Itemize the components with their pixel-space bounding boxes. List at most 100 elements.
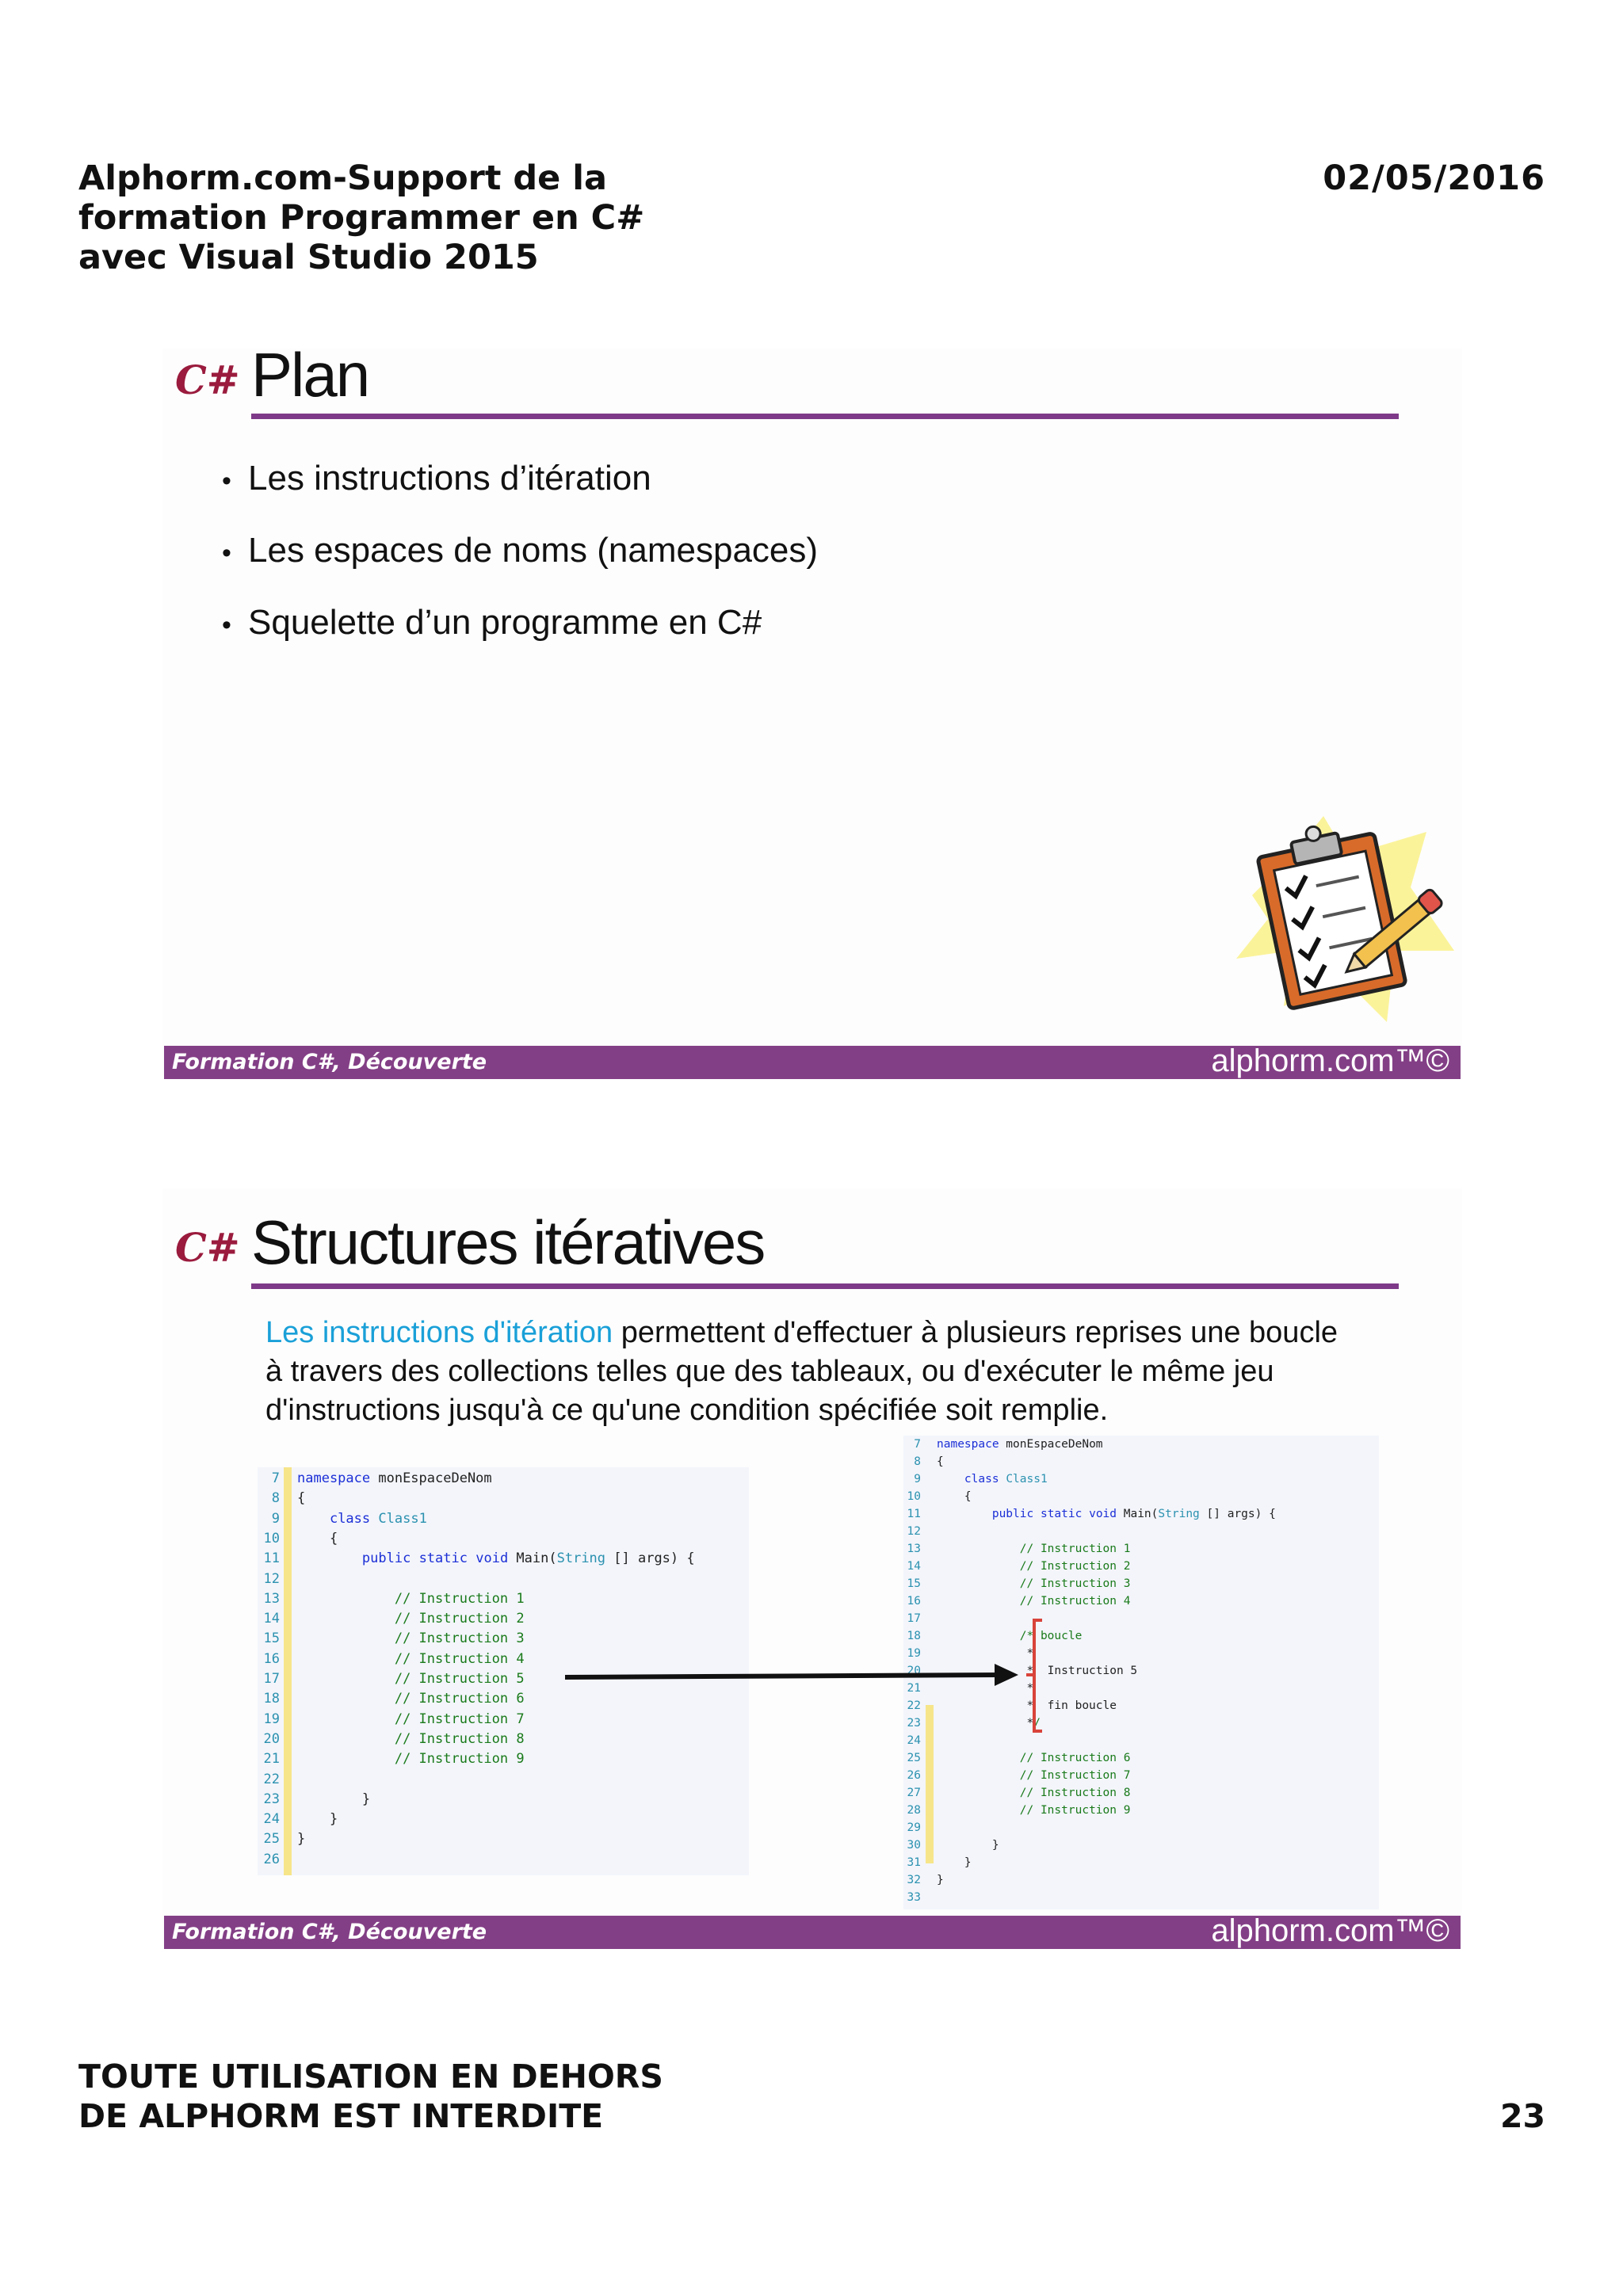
line-number: 18	[263, 1691, 280, 1707]
code-text: // Instruction 9	[394, 1751, 525, 1768]
code-text	[921, 1821, 937, 1834]
code-line: 24 }	[258, 1810, 338, 1829]
intro-line-3: d'instructions jusqu'à ce qu'une conditi…	[265, 1394, 1109, 1427]
code-text: /* boucle	[1019, 1630, 1083, 1642]
line-number: 33	[907, 1891, 921, 1904]
intro-paragraph: Les instructions d'itération permettent …	[265, 1314, 1438, 1430]
code-text	[280, 1571, 297, 1587]
code-line: 32}	[903, 1871, 944, 1889]
code-line: 10 {	[258, 1529, 338, 1549]
title-underline	[251, 414, 1399, 419]
code-line: 16 // Instruction 4	[258, 1650, 525, 1669]
line-number: 15	[907, 1577, 921, 1590]
code-text: *	[937, 1647, 1034, 1660]
slide-title: Plan	[251, 340, 370, 410]
code-text: // Instruction 3	[394, 1630, 525, 1647]
code-line: 9 class Class1	[258, 1509, 427, 1529]
code-text: public static void Main(String [] args) …	[991, 1508, 1276, 1520]
line-number: 9	[271, 1510, 280, 1527]
code-line: 19 // Instruction 7	[258, 1710, 525, 1730]
code-line: 22 * fin boucle	[903, 1697, 1117, 1714]
code-line: 15 // Instruction 3	[258, 1629, 525, 1649]
clipboard-checklist-icon	[1236, 816, 1454, 1022]
line-number: 17	[907, 1612, 921, 1625]
code-text: *	[937, 1682, 1034, 1695]
line-number: 19	[907, 1647, 921, 1660]
code-text: // Instruction 6	[394, 1691, 525, 1707]
header-line-3: avec Visual Studio 2015	[78, 238, 539, 277]
code-text: {	[297, 1530, 338, 1547]
intro-highlight: Les instructions d'itération	[265, 1316, 613, 1349]
code-gutter	[284, 1467, 292, 1875]
csharp-logo: C#	[175, 1224, 240, 1271]
code-text: class Class1	[964, 1473, 1048, 1486]
line-number: 13	[263, 1590, 280, 1607]
code-text: }	[937, 1839, 999, 1852]
code-line: 13 // Instruction 1	[258, 1589, 525, 1609]
bullet-item: •Squelette d’un programme en C#	[222, 603, 762, 642]
code-line: 16 // Instruction 4	[903, 1592, 1131, 1610]
code-line: 27 // Instruction 8	[903, 1784, 1131, 1802]
header-line-2: formation Programmer en C#	[78, 198, 645, 238]
code-line: 9 class Class1	[903, 1470, 1048, 1488]
code-line: 13 // Instruction 1	[903, 1540, 1131, 1558]
code-line: 21 // Instruction 9	[258, 1749, 525, 1769]
code-text: namespace monEspaceDeNom	[937, 1438, 1103, 1451]
code-text: // Instruction 2	[1019, 1560, 1131, 1573]
code-text: // Instruction 2	[394, 1611, 525, 1627]
code-text: }	[297, 1831, 306, 1848]
code-line: 20 // Instruction 8	[258, 1730, 525, 1749]
code-text: // Instruction 9	[1019, 1804, 1131, 1817]
code-text	[280, 1852, 297, 1867]
code-line: 20 * Instruction 5	[903, 1662, 1138, 1680]
line-number: 22	[907, 1699, 921, 1712]
code-text: }	[297, 1791, 371, 1807]
line-number: 22	[263, 1771, 280, 1787]
slide-footer-bar: Formation C#, Découverte alphorm.com™©	[164, 1043, 1461, 1079]
line-number: 23	[263, 1791, 280, 1807]
line-number: 13	[907, 1543, 921, 1555]
line-number: 20	[907, 1665, 921, 1677]
code-line: 26	[258, 1850, 297, 1870]
line-number: 17	[263, 1671, 280, 1687]
code-text: }	[937, 1874, 944, 1886]
code-text: // Instruction 7	[1019, 1769, 1131, 1782]
code-text	[280, 1772, 297, 1787]
code-line: 12	[903, 1523, 937, 1540]
line-number: 14	[263, 1611, 280, 1627]
line-number: 21	[907, 1682, 921, 1695]
code-line: 31 }	[903, 1854, 972, 1871]
line-number: 11	[263, 1550, 280, 1567]
code-line: 18 /* boucle	[903, 1627, 1083, 1645]
slide-title: Structures itératives	[251, 1207, 766, 1277]
footer-line-2: DE ALPHORM EST INTERDITE	[78, 2097, 604, 2135]
slide-footer-course: Formation C#, Découverte	[172, 1050, 487, 1074]
code-line: 14 // Instruction 2	[903, 1558, 1131, 1575]
line-number: 32	[907, 1874, 921, 1886]
footer-line-1: TOUTE UTILISATION EN DEHORS	[78, 2058, 663, 2096]
line-number: 24	[263, 1811, 280, 1828]
code-line: 29	[903, 1819, 937, 1836]
code-line: 19 *	[903, 1645, 1034, 1662]
code-line: 24	[903, 1732, 937, 1749]
code-text: // Instruction 7	[394, 1711, 525, 1727]
bullet-item: •Les instructions d’itération	[222, 459, 651, 498]
line-number: 16	[907, 1595, 921, 1608]
line-number: 12	[263, 1570, 280, 1587]
code-line: 11 public static void Main(String [] arg…	[258, 1549, 695, 1569]
slide-structures-iteratives: C# Structures itératives Les instruction…	[162, 1188, 1462, 1949]
line-number: 25	[907, 1752, 921, 1764]
code-line: 18 // Instruction 6	[258, 1689, 525, 1709]
code-text: public static void Main(String [] args) …	[361, 1550, 695, 1567]
code-line: 10 {	[903, 1488, 972, 1505]
code-line: 8{	[903, 1453, 943, 1470]
line-number: 26	[907, 1769, 921, 1782]
code-line: 12	[258, 1569, 297, 1589]
code-text: {	[297, 1490, 306, 1507]
code-line: 17 // Instruction 5	[258, 1669, 525, 1689]
line-number: 7	[271, 1470, 280, 1486]
